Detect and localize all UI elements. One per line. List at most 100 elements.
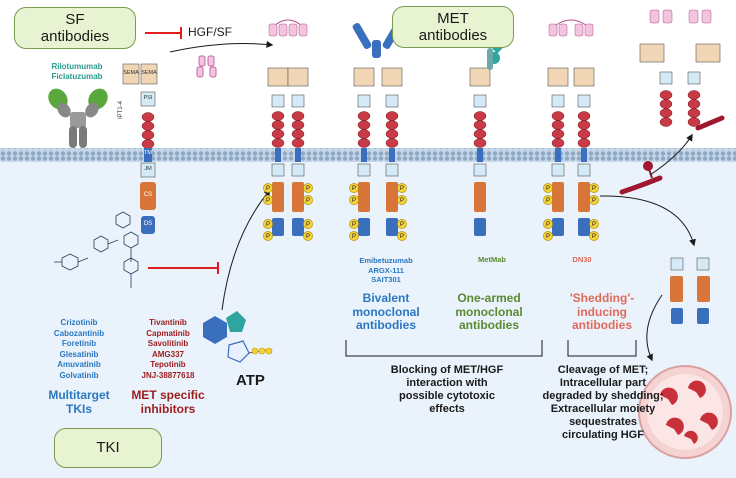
blocking-line3: possible cytotoxic	[399, 390, 495, 402]
sf-antibodies-box: SF antibodies	[14, 7, 136, 49]
cleavage-line3: degraded by shedding;	[542, 390, 664, 402]
drug-glesatinib: Glesatinib	[59, 349, 99, 359]
one-armed-title: One-armed monoclonal antibodies	[436, 291, 542, 333]
active-dimer-p2-label: P	[266, 198, 270, 204]
one-armed-monomer-tm	[477, 148, 483, 162]
dn30-dimer-right-ipt-3	[577, 129, 591, 139]
bivalent-dimer-left-jm	[357, 163, 371, 177]
shedding-title-line3: antibodies	[571, 318, 632, 332]
bivalent-dimer-p1-label: P	[352, 186, 356, 192]
cell-membrane	[0, 148, 736, 162]
active-dimer-p8-circle	[303, 231, 313, 241]
met-antibodies-box: MET antibodies	[392, 6, 514, 48]
bivalent-dimer-right-kinase	[386, 182, 398, 212]
dn30-dimer-right-ipt-1	[577, 111, 591, 121]
active-dimer-p2-circle	[263, 195, 273, 205]
label-jm: JM	[144, 166, 152, 172]
drug-crizotinib: Crizotinib	[60, 318, 98, 327]
bivalent-dimer-p1-circle	[349, 183, 359, 193]
bivalent-dimer-right-ipt-3	[385, 129, 399, 139]
bivalent-dimer-p6-label: P	[352, 234, 356, 240]
dn30-dimer-right-jm	[577, 163, 591, 177]
one-armed-monomer-ipt-1	[473, 111, 487, 121]
bracket-shedding	[567, 340, 637, 357]
bivalent-dimer-right-ds	[386, 218, 398, 236]
dn30-dimer-p6-label: P	[546, 234, 550, 240]
sf-antibody-icon	[48, 88, 108, 148]
sf-box-line1: SF	[65, 11, 85, 28]
active-dimer-p7-label: P	[306, 222, 310, 228]
hgf-sf-label: HGF/SF	[188, 25, 232, 39]
dn30-dimer-left-ipt-1	[551, 111, 565, 121]
drug-capmatinib: Capmatinib	[146, 328, 190, 338]
blocking-line4: effects	[429, 403, 465, 415]
bivalent-dimer-right-ipt-2	[385, 120, 399, 130]
one-armed-monomer-ipt-4	[473, 138, 487, 148]
cleavage-line4: Extracellular moiety	[550, 403, 656, 415]
active-dimer-left-psi	[271, 94, 285, 108]
active-dimer-left-ipt-1	[271, 111, 285, 121]
cytoplasm-background	[0, 162, 736, 478]
bivalent-dimer-p3-circle	[397, 183, 407, 193]
active-dimer-left-ipt-2	[271, 120, 285, 130]
bivalent-dimer-p2-label: P	[352, 198, 356, 204]
bivalent-dimer-p8-label: P	[400, 234, 404, 240]
sf-inhibition-bar	[145, 27, 182, 39]
drug-golvatinib: Golvatinib	[59, 370, 99, 380]
label-ipt: IPT1-4	[118, 101, 124, 120]
label-psi: PSI	[143, 95, 153, 101]
dn30-dimer-p2-circle	[543, 195, 553, 205]
bivalent-dimer-p7-circle	[397, 219, 407, 229]
dn30-dimer-p4-circle	[589, 195, 599, 205]
cleavage-line2: Intracellular part	[559, 377, 647, 389]
bivalent-dimer-left-ds	[358, 218, 370, 236]
multitarget-drug-list: Crizotinib Cabozantinib Foretinib Glesat…	[40, 318, 118, 381]
active-dimer-right-ds	[292, 218, 304, 236]
dn30-dimer-p1-label: P	[546, 186, 550, 192]
dn30-dimer-p5-label: P	[546, 222, 550, 228]
bivalent-title-line1: Bivalent	[362, 291, 410, 305]
tki-box-label: TKI	[96, 439, 120, 456]
active-dimer-right-tm	[295, 148, 301, 162]
drug-jnj: JNJ-38877618	[141, 370, 195, 380]
bivalent-dimer-left-ipt-4	[357, 138, 371, 148]
hgf-binding-arrow	[169, 40, 274, 53]
sf-box-line2: antibodies	[40, 28, 110, 46]
dn30-dimer-left-alpha-b	[558, 23, 568, 37]
dn30-dimer-right-ipt-2	[577, 120, 591, 130]
blocking-line2: interaction with	[406, 377, 488, 389]
bivalent-dimer-right-jm	[385, 163, 399, 177]
bivalent-dimer-left-ipt-1	[357, 111, 371, 121]
active-dimer-p3-circle	[303, 183, 313, 193]
cleavage-line1: Cleavage of MET;	[557, 364, 649, 376]
cleavage-effect-text: Cleavage of MET; Intracellular part degr…	[538, 364, 668, 442]
bivalent-dimer-left-psi	[357, 94, 371, 108]
met-specific-title-line1: MET specific	[131, 388, 205, 402]
dn30-dimer-left-kinase	[552, 182, 564, 212]
dn30-dimer-right-psi	[577, 94, 591, 108]
active-dimer-right-sema	[287, 67, 309, 87]
bivalent-title-line2: monoclonal	[352, 304, 420, 319]
active-dimer-p1-circle	[263, 183, 273, 193]
one-armed-monomer-ipt-3	[473, 129, 487, 139]
active-dimer-p4-label: P	[306, 198, 310, 204]
dn30-dimer-p7-circle	[589, 219, 599, 229]
dn30-dimer-right-ds	[578, 218, 590, 236]
bivalent-dimer-right-ipt-1	[385, 111, 399, 121]
bivalent-dimer-p3-label: P	[400, 186, 404, 192]
bivalent-dimer-p4-label: P	[400, 198, 404, 204]
dn30-dimer-right-alpha-b	[584, 23, 594, 37]
dn30-dimer-left-ipt-2	[551, 120, 565, 130]
active-dimer-right-psi	[291, 94, 305, 108]
met-specific-title: MET specific inhibitors	[108, 388, 228, 416]
dn30-dimer-p5-circle	[543, 219, 553, 229]
multitarget-title-line2: TKIs	[65, 402, 92, 416]
one-armed-monomer-ipt-2	[473, 120, 487, 130]
bivalent-dimer-left-tm	[361, 148, 367, 162]
label-ds: DS	[143, 221, 153, 227]
dn30-dimer-right-tm	[581, 148, 587, 162]
active-dimer-p5-circle	[263, 219, 273, 229]
active-dimer-p7-circle	[303, 219, 313, 229]
active-dimer-right-jm	[291, 163, 305, 177]
